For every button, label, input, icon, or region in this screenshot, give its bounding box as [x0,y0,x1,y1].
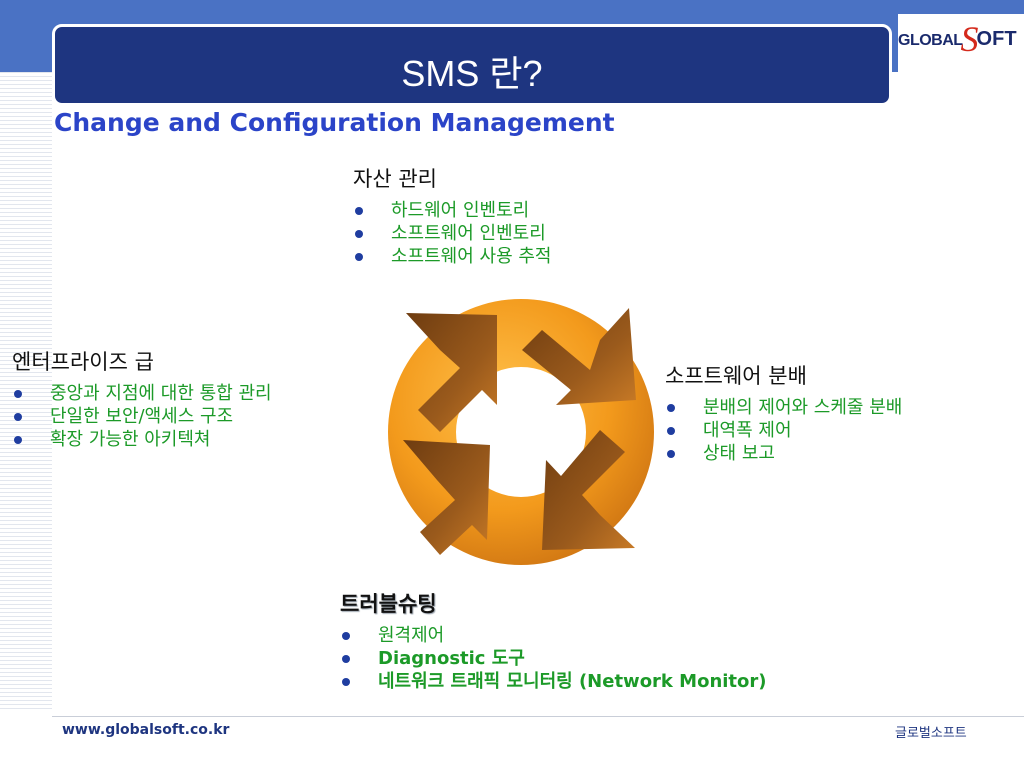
bullet-icon [355,230,363,238]
cycle-arrow-top-left [406,313,497,432]
footer-brand: 글로벌소프트 [895,726,967,741]
list-item: 대역폭 제어 [665,419,935,442]
list-item: 단일한 보안/액세스 구조 [12,405,272,428]
list-item: 하드웨어 인벤토리 [353,199,551,222]
section-troubleshooting: 트러블슈팅 원격제어 Diagnostic 도구 네트워크 트래픽 모니터링 (… [340,588,767,693]
logo-text-oft: OFT [976,28,1017,50]
cycle-arrow-top-right [522,308,636,405]
list-item: 네트워크 트래픽 모니터링 (Network Monitor) [340,670,767,693]
bullet-icon [667,450,675,458]
logo: GLOBALSOFT [898,14,1024,74]
cycle-arrow-bottom-right [542,430,635,550]
section-enterprise-list: 중앙과 지점에 대한 통합 관리 단일한 보안/액세스 구조 확장 가능한 아키… [12,382,272,451]
logo-text-global: GLOBAL [898,32,963,49]
bullet-icon [14,436,22,444]
section-asset: 자산 관리 하드웨어 인벤토리 소프트웨어 인벤토리 소프트웨어 사용 추적 [353,163,551,268]
list-item: Diagnostic 도구 [340,647,767,670]
left-stripes [0,72,52,712]
section-troubleshooting-list: 원격제어 Diagnostic 도구 네트워크 트래픽 모니터링 (Networ… [340,624,767,693]
list-item: 원격제어 [340,624,767,647]
bullet-icon [14,413,22,421]
logo-text-s: S [960,19,979,59]
title-box: SMS 란? [52,24,892,106]
list-item: 중앙과 지점에 대한 통합 관리 [12,382,272,405]
section-enterprise: 엔터프라이즈 급 중앙과 지점에 대한 통합 관리 단일한 보안/액세스 구조 … [12,346,272,451]
list-item: 확장 가능한 아키텍쳐 [12,428,272,451]
footer-divider [52,716,1024,717]
section-distribution-heading: 소프트웨어 분배 [665,364,807,388]
list-item: 소프트웨어 인벤토리 [353,222,551,245]
section-distribution: 소프트웨어 분배 분배의 제어와 스케줄 분배 대역폭 제어 상태 보고 [665,360,935,465]
bullet-icon [14,390,22,398]
slide-title: SMS 란? [401,53,543,94]
bullet-icon [355,253,363,261]
section-distribution-list: 분배의 제어와 스케줄 분배 대역폭 제어 상태 보고 [665,396,935,465]
bullet-icon [355,207,363,215]
bullet-icon [342,632,350,640]
section-asset-heading: 자산 관리 [353,167,437,191]
cycle-arrow-bottom-left [403,440,490,555]
list-item: 소프트웨어 사용 추적 [353,245,551,268]
list-item: 분배의 제어와 스케줄 분배 [665,396,903,419]
section-troubleshooting-heading: 트러블슈팅 [340,592,437,616]
section-asset-list: 하드웨어 인벤토리 소프트웨어 인벤토리 소프트웨어 사용 추적 [353,199,551,268]
slide-subtitle: Change and Configuration Management [54,108,615,137]
list-item: 상태 보고 [665,442,935,465]
section-enterprise-heading: 엔터프라이즈 급 [12,350,154,374]
bullet-icon [667,427,675,435]
cycle-arrows-diagram [388,299,654,565]
footer-url[interactable]: www.globalsoft.co.kr [62,722,230,738]
bullet-icon [342,678,350,686]
bullet-icon [342,655,350,663]
bullet-icon [667,404,675,412]
